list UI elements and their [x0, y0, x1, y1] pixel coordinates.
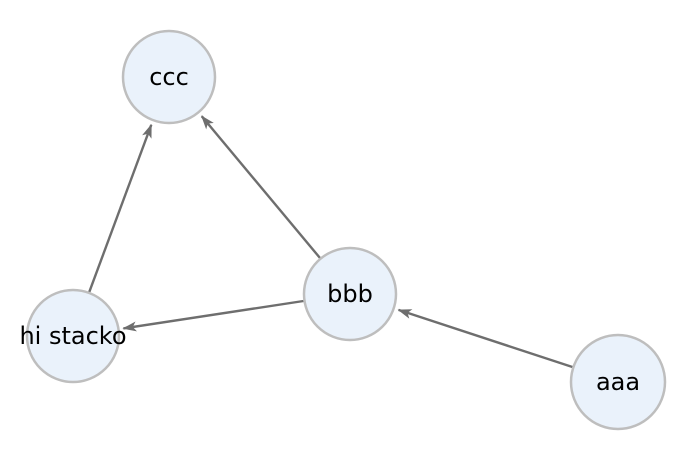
node-circle: [302, 246, 398, 342]
node-circle: [569, 333, 667, 431]
edge-bbb-to-hi_stacko: [122, 299, 304, 332]
node-hi_stacko[interactable]: hi stacko: [19, 288, 127, 384]
edge-bbb-to-ccc: [200, 115, 321, 259]
node-bbb[interactable]: bbb: [302, 246, 398, 342]
node-ccc[interactable]: ccc: [121, 29, 217, 125]
node-circle: [121, 29, 217, 125]
node-circle: [25, 288, 121, 384]
node-aaa[interactable]: aaa: [569, 333, 667, 431]
node-label: ccc: [149, 63, 189, 91]
node-label: hi stacko: [19, 322, 126, 350]
node-label: bbb: [327, 280, 373, 308]
node-label: aaa: [596, 368, 640, 396]
edge-aaa-to-bbb: [397, 308, 573, 369]
edge-hi_stacko-to-ccc: [88, 123, 153, 293]
